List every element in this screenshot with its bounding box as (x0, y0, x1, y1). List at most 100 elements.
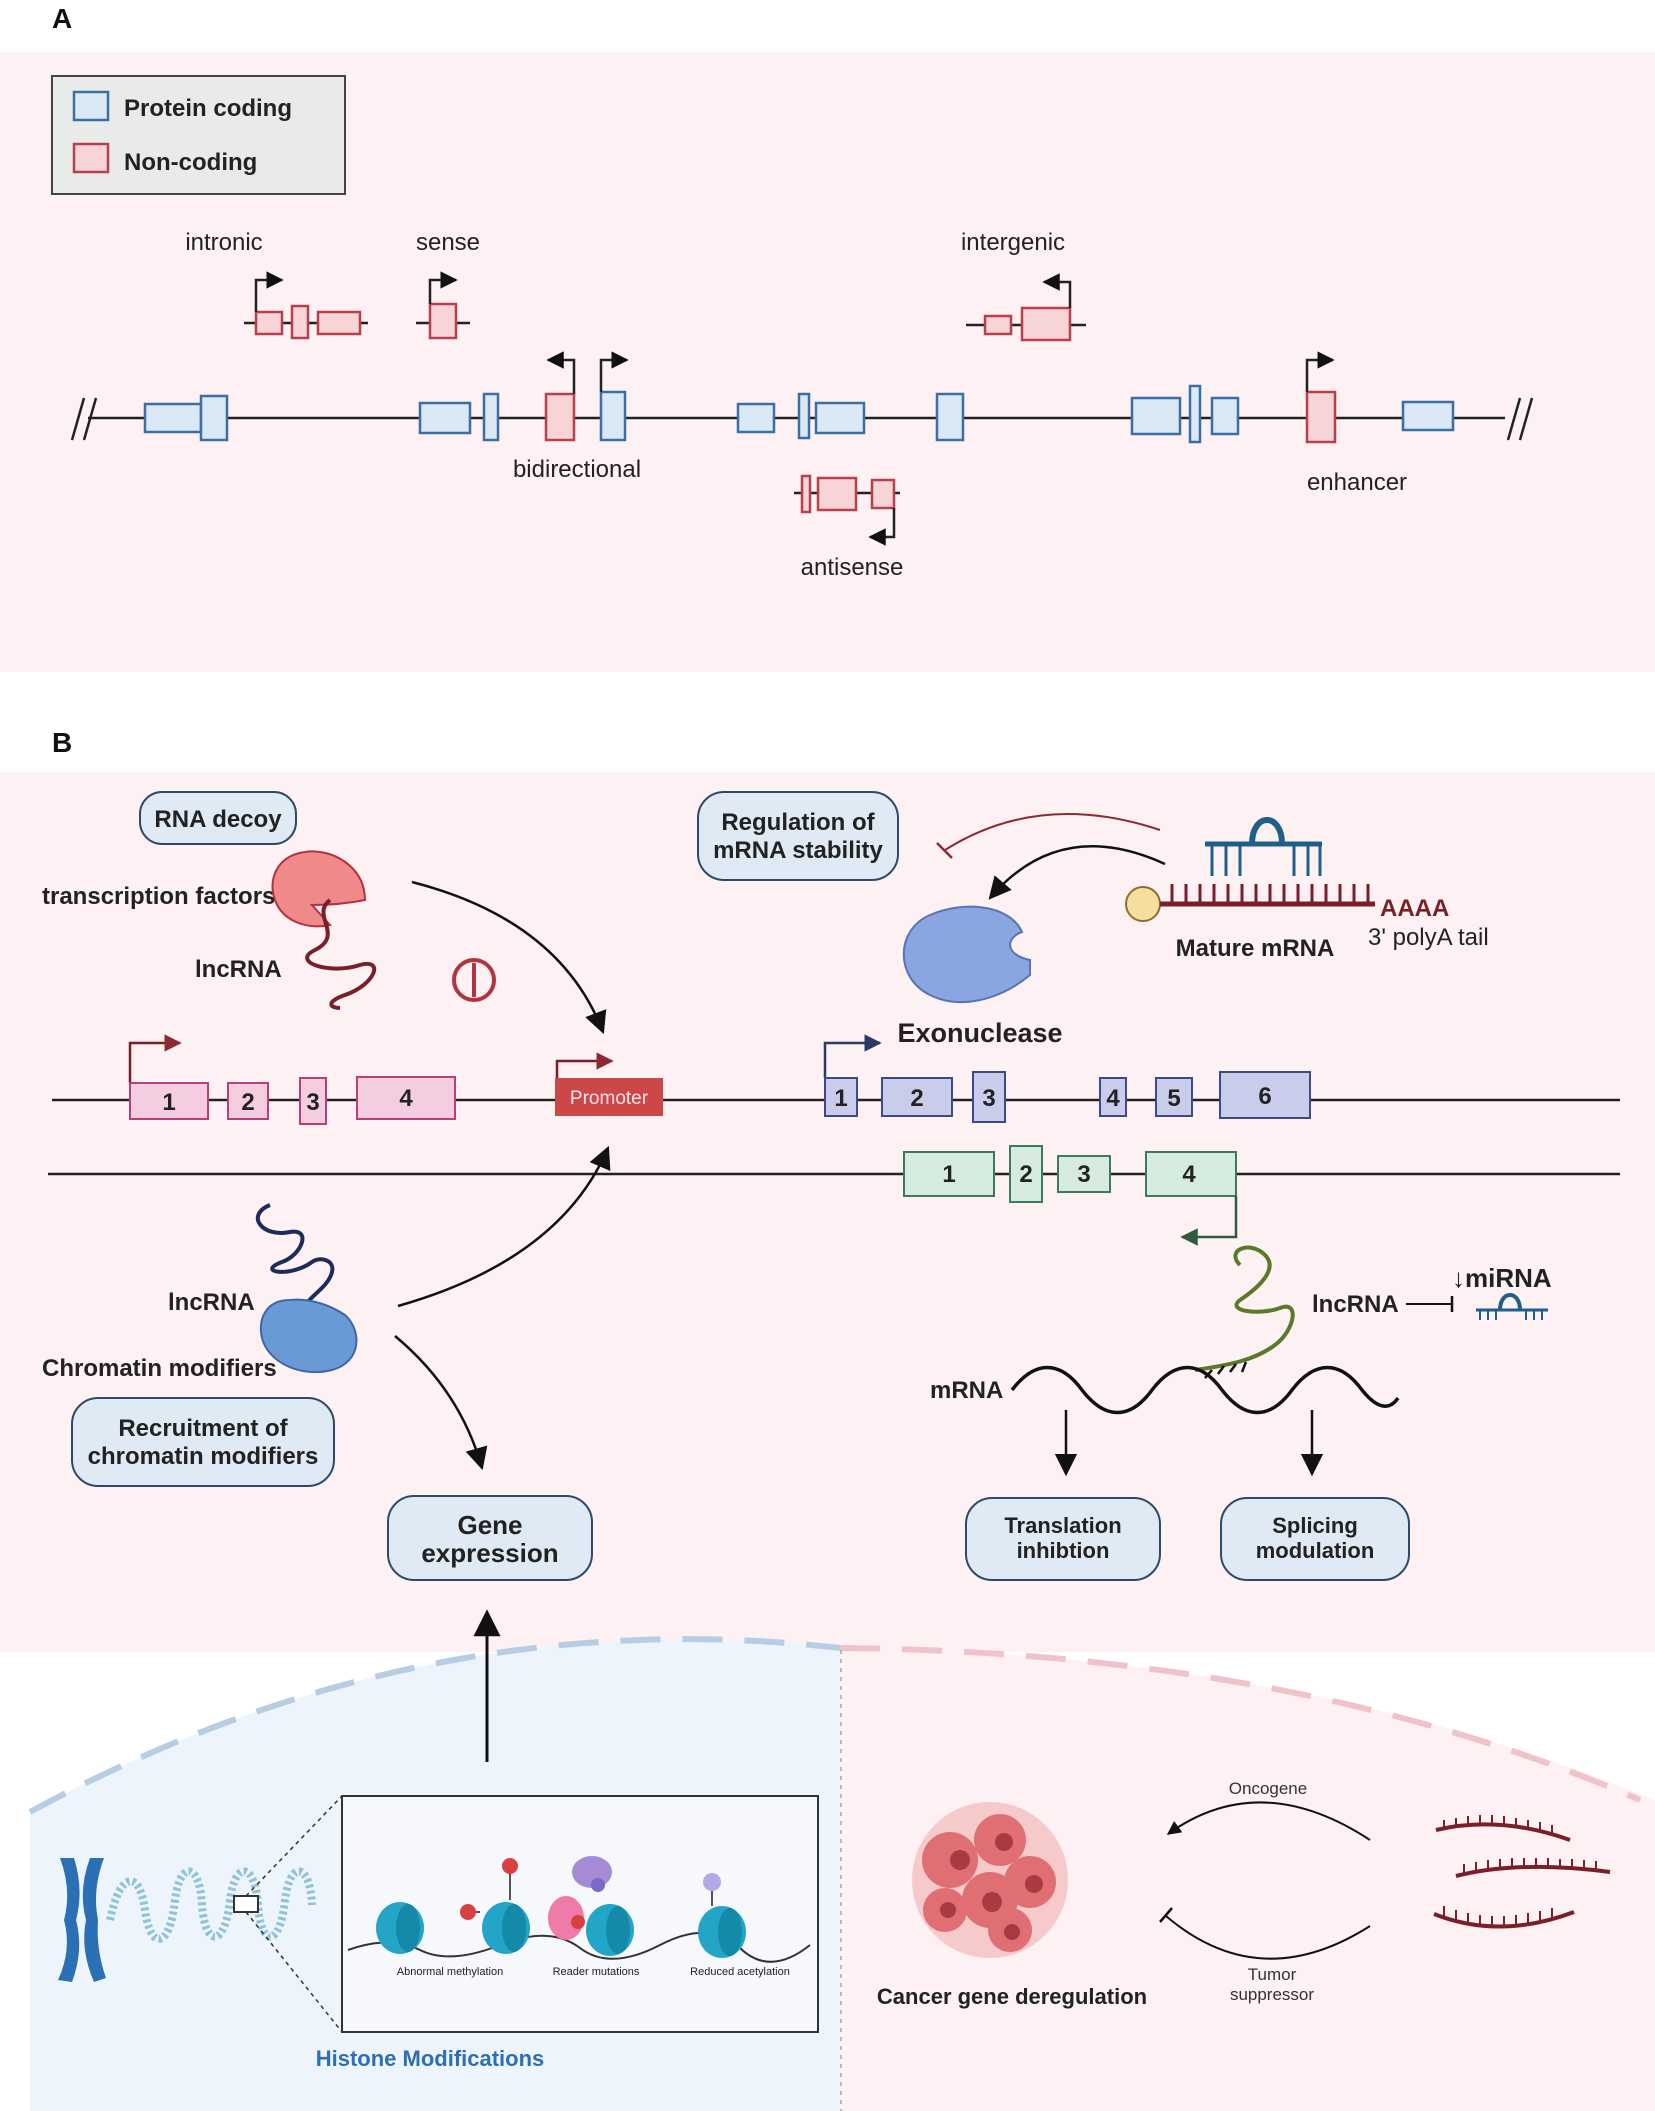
cell-right-region (840, 1648, 1655, 2111)
transcription-factor-protein (271, 850, 367, 928)
svg-text:1: 1 (162, 1089, 175, 1116)
svg-text:4: 4 (1106, 1085, 1120, 1112)
svg-text:4: 4 (1182, 1161, 1196, 1188)
gene2-exon-3: 3 (972, 1071, 1006, 1123)
svg-text:3: 3 (306, 1089, 319, 1116)
splicing-modulation-box (1220, 1497, 1410, 1581)
panel-a: A Protein coding Non-coding intronic sen… (0, 3, 1655, 672)
mature-mrna (1125, 817, 1375, 922)
panel-a-label: A (52, 3, 72, 34)
decoy-to-promoter-arrow (411, 880, 607, 1035)
lncrna-chromatin-label: lncRNA (168, 1289, 255, 1316)
cancer-gene-deregulation-label: Cancer gene deregulation (877, 1984, 1147, 2009)
legend: Protein coding Non-coding (51, 75, 346, 195)
gene1-tss-arrow (128, 1034, 182, 1083)
gene2-exon-4: 4 (1099, 1077, 1127, 1117)
svg-text:4: 4 (399, 1085, 413, 1112)
legend-protein-label: Protein coding (124, 95, 292, 122)
svg-text:1: 1 (942, 1161, 955, 1188)
label-intronic: intronic (185, 229, 262, 256)
gene1-exon-1: 1 (129, 1082, 209, 1120)
oncogene-label: Oncogene (1229, 1779, 1307, 1798)
panel-b: B RNA decoy transcription factors lncRNA… (0, 727, 1655, 1652)
sense-gene (416, 271, 470, 340)
mrna-wave (1010, 1365, 1400, 1415)
translation-inhibition-box (965, 1497, 1161, 1581)
label-enhancer: enhancer (1307, 469, 1407, 496)
gene2-exon-6: 6 (1219, 1071, 1311, 1119)
abnormal-methylation-label: Abnormal methylation (397, 1966, 503, 1978)
svg-text:5: 5 (1167, 1085, 1180, 1112)
nucleosome-3 (548, 1856, 634, 1956)
gene-expression-line2: expression (421, 1538, 558, 1568)
gene3-exon-1: 1 (903, 1151, 995, 1197)
transcription-factors-label: transcription factors (42, 883, 275, 910)
gene1-exon-4: 4 (356, 1076, 456, 1120)
gene2-tss-arrow (823, 1034, 882, 1078)
tumor-suppressor-inhibit-line (1165, 1915, 1371, 1960)
polya-tail-label: 3' polyA tail (1368, 924, 1489, 951)
label-bidirectional: bidirectional (513, 456, 641, 483)
gene3-tss-arrow (1180, 1196, 1238, 1246)
oncogene-arrow (1166, 1801, 1371, 1841)
mirna-label: ↓miRNA (1452, 1263, 1552, 1293)
intergenic-gene (966, 273, 1086, 342)
recruitment-box (71, 1397, 335, 1487)
chromatin-fiber (106, 1867, 316, 1943)
rna-decoy-box (139, 791, 297, 845)
chromosome-icon (58, 1858, 106, 1982)
svg-text:2: 2 (241, 1089, 254, 1116)
exonuclease-label: Exonuclease (897, 1018, 1062, 1048)
label-antisense: antisense (801, 554, 904, 581)
lncrna-decoy-label: lncRNA (195, 956, 282, 983)
acetyl-mark-icon (703, 1873, 721, 1891)
chromatin-modifier-protein (260, 1298, 358, 1374)
svg-text:2: 2 (910, 1085, 923, 1112)
label-sense: sense (416, 229, 480, 256)
mrna-label: mRNA (930, 1377, 1003, 1404)
recruitment-label-line1: Recruitment of (118, 1415, 288, 1442)
svg-text:6: 6 (1258, 1083, 1271, 1110)
gene3-exon-3: 3 (1057, 1155, 1111, 1193)
lncrna-strands-icon (1433, 1815, 1611, 1929)
legend-noncoding-swatch (72, 142, 110, 174)
label-intergenic: intergenic (961, 229, 1065, 256)
svg-text:1: 1 (834, 1085, 847, 1112)
tumor-suppressor-line1: Tumor (1248, 1965, 1297, 1984)
mirna-icon (1476, 1293, 1548, 1320)
legend-protein-swatch (72, 90, 110, 122)
svg-text:2: 2 (1019, 1161, 1032, 1188)
nucleosome-4 (698, 1873, 746, 1958)
aaaa-label: AAAA (1380, 895, 1449, 922)
nucleosome-2 (460, 1858, 530, 1954)
svg-text:3: 3 (982, 1085, 995, 1112)
methyl-mark-icon (502, 1858, 518, 1874)
reader-protein-icon (548, 1896, 584, 1940)
lncrna-chromatin-strand (256, 1203, 335, 1319)
nuclear-membrane-right (839, 1645, 1642, 1803)
cell-section: Abnormal methylation Reader mutations Re… (28, 1609, 1655, 2111)
rna-decoy-label: RNA decoy (154, 806, 282, 833)
nucleosome-1 (376, 1902, 424, 1954)
legend-noncoding-label: Non-coding (124, 149, 257, 176)
lncrna-decoy-strand (305, 898, 377, 1010)
exonuclease-icon (902, 905, 1031, 1003)
antisense-gene (794, 474, 900, 546)
gene3-exon-2: 2 (1009, 1145, 1043, 1203)
gene1-exon-2: 2 (227, 1082, 269, 1120)
tumor-suppressor-line2: suppressor (1230, 1985, 1314, 2004)
regulation-box (697, 791, 899, 881)
gene2-exon-2: 2 (881, 1077, 953, 1117)
chromatin-modifiers-label: Chromatin modifiers (42, 1355, 277, 1382)
nuclear-membrane-left (28, 1636, 841, 1815)
chromosome-line (70, 351, 1534, 444)
regulation-label-line2: mRNA stability (713, 837, 883, 864)
zoom-region-box (233, 1895, 259, 1913)
mrna-to-exonuclease-arrow (988, 845, 1166, 900)
lncrna-mrna-strand (1194, 1245, 1295, 1372)
svg-text:3: 3 (1077, 1161, 1090, 1188)
gene1-exon-3: 3 (299, 1077, 327, 1125)
mrna-stability-inhibit-arrow (944, 813, 1161, 851)
gene2-exon-5: 5 (1155, 1077, 1193, 1117)
recruitment-label-line2: chromatin modifiers (88, 1443, 319, 1470)
